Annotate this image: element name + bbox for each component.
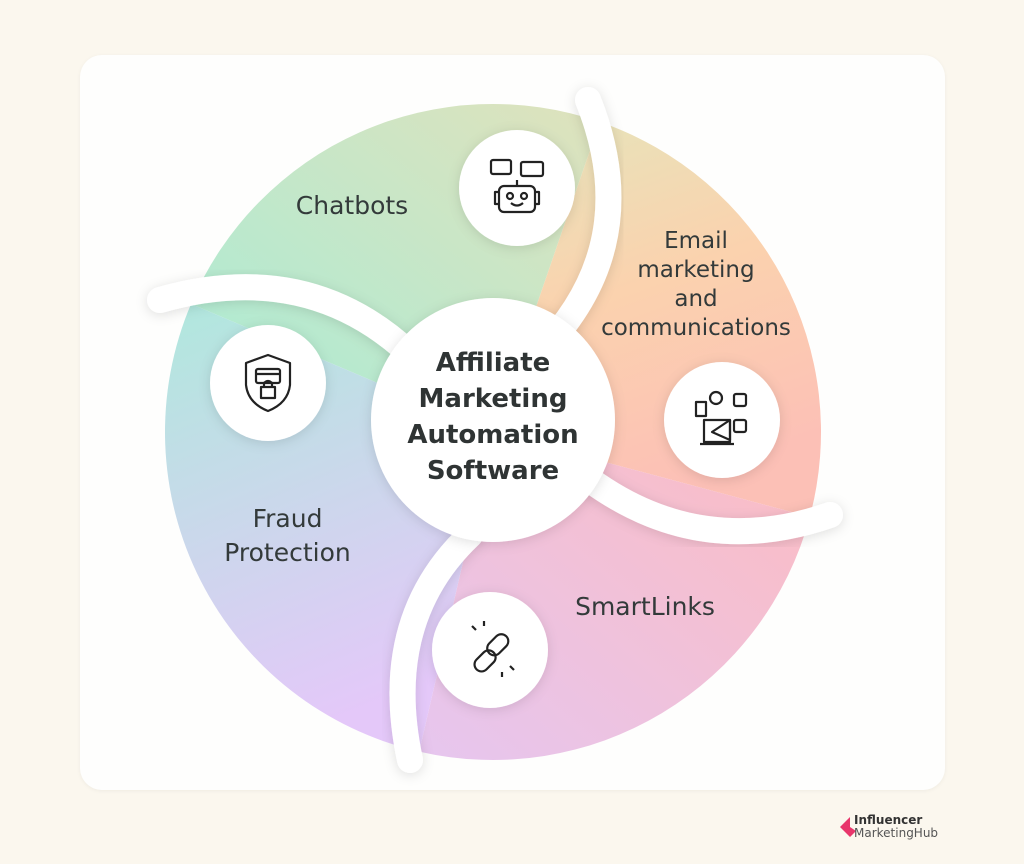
label-line: communications [601,315,791,341]
label-fraud-protection: Fraud Protection [200,502,375,570]
label-line: marketing [637,257,755,283]
marketing-megaphone-icon [694,390,748,446]
center-title-line: Affiliate [435,348,551,378]
label-line: and [674,286,718,312]
chatbot-robot-icon [489,158,545,214]
brand-line2: MarketingHub [854,826,939,840]
broken-chain-link-icon-circle [432,592,548,708]
marketing-megaphone-icon-circle [664,362,780,478]
broken-chain-link-icon [471,621,515,677]
label-smartlinks: SmartLinks [575,592,715,621]
segment-separator [147,274,413,358]
center-hub [371,298,615,542]
center-title-line: Automation [407,420,579,450]
label-line: Email [664,228,728,254]
shield-lock-icon [244,353,292,413]
label-line: Protection [224,538,351,567]
segment-separator [547,87,622,343]
brand-line1: Influencer [854,813,923,827]
center-title: Affiliate Marketing Automation Software [393,345,593,489]
chatbot-robot-icon-circle [459,130,575,246]
segment-separator [389,522,483,773]
segment-separator [577,467,843,545]
brand-logo-icon [840,817,856,837]
label-chatbots: Chatbots [295,191,409,220]
center-title-line: Software [426,456,560,486]
center-title-line: Marketing [418,384,568,414]
label-line: Fraud [252,504,323,533]
label-email-marketing: Email marketing and communications [596,227,796,343]
shield-lock-icon-circle [210,325,326,441]
